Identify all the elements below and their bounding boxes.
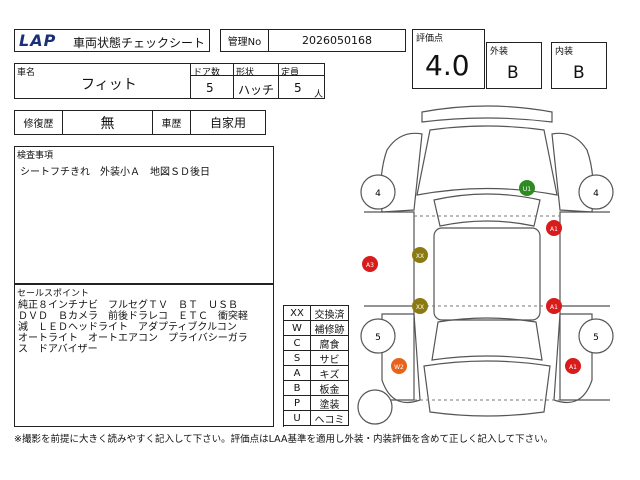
capacity-value: 5 xyxy=(294,81,302,95)
interior-grade: B xyxy=(573,63,585,83)
rating-box: 評価点 4.0 xyxy=(412,29,485,89)
tire-front-right-value: 4 xyxy=(593,189,599,199)
name-label: 車名 xyxy=(17,68,36,78)
damage-mark-a1-side: A1 xyxy=(546,298,562,314)
legend-code: XX xyxy=(284,306,311,321)
damage-mark-a1-rear-label: A1 xyxy=(569,364,577,371)
car-diagram: 4 4 5 5 U1 A1 A3 XX XX A1 W2 xyxy=(357,105,614,425)
legend-code: W xyxy=(284,321,311,336)
damage-mark-u1-label: U1 xyxy=(523,186,531,193)
spare-tire-icon xyxy=(357,389,393,425)
interior-box: 内装 B xyxy=(551,42,607,89)
damage-mark-u1: U1 xyxy=(519,180,535,196)
usage-value: 自家用 xyxy=(209,116,246,130)
sales-text: 純正８インチナビ フルセグＴＶ ＢＴ ＵＳＢ ＤＶＤ Ｂカメラ 前後ドラレコ Ｅ… xyxy=(18,300,248,355)
mgmt-number: 2026050168 xyxy=(302,34,372,47)
sales-label: セールスポイント xyxy=(17,289,90,299)
legend-code: S xyxy=(284,351,311,366)
score-label: 評価点 xyxy=(416,34,444,44)
tire-front-left-icon: 4 xyxy=(360,174,396,210)
exterior-grade: B xyxy=(507,63,519,83)
score-value: 4.0 xyxy=(425,49,470,82)
legend-meaning: 板金 xyxy=(311,381,349,396)
doors-value: 5 xyxy=(206,81,214,95)
sales-box: セールスポイント 純正８インチナビ フルセグＴＶ ＢＴ ＵＳＢ ＤＶＤ Ｂカメラ… xyxy=(14,284,274,427)
tire-rear-right-icon: 5 xyxy=(578,318,614,354)
legend-code: C xyxy=(284,336,311,351)
footer-note: ※撮影を前提に大きく読みやすく記入して下さい。評価点はLAA基準を適用し外装・内… xyxy=(14,434,554,445)
tire-front-right-icon: 4 xyxy=(578,174,614,210)
damage-mark-a3-label: A3 xyxy=(366,262,374,269)
damage-mark-xx-rear: XX xyxy=(412,298,428,314)
damage-mark-xx-front: XX xyxy=(412,247,428,263)
repair-label: 修復歴 xyxy=(15,111,63,134)
damage-mark-w2-label: W2 xyxy=(394,364,404,371)
legend-meaning: サビ xyxy=(311,351,349,366)
legend-code: B xyxy=(284,381,311,396)
sales-line: ＤＶＤ Ｂカメラ 前後ドラレコ ＥＴＣ 衝突軽 xyxy=(18,311,248,322)
sheet-title: 車両状態チェックシート xyxy=(73,36,206,50)
legend-meaning: 塗装 xyxy=(311,396,349,411)
legend-meaning: キズ xyxy=(311,366,349,381)
capacity-label: 定員 xyxy=(281,68,300,78)
legend-code: A xyxy=(284,366,311,381)
door-lines xyxy=(414,215,560,401)
damage-mark-w2: W2 xyxy=(391,358,407,374)
damage-mark-a3: A3 xyxy=(362,256,378,272)
capacity-unit: 人 xyxy=(314,90,324,100)
sales-line: オートライト オートエアコン プライバシーガラ xyxy=(18,333,248,344)
damage-mark-xx-rear-label: XX xyxy=(416,304,424,311)
sales-line: ス ドアバイザー xyxy=(18,344,98,355)
legend-meaning: 腐食 xyxy=(311,336,349,351)
legend-code: P xyxy=(284,396,311,411)
usage-label: 車歴 xyxy=(153,111,191,134)
inspection-label: 検査事項 xyxy=(17,151,54,161)
tire-rear-left-value: 5 xyxy=(375,333,381,343)
legend-code: U xyxy=(284,411,311,426)
body-label: 形状 xyxy=(236,68,255,78)
repair-value: 無 xyxy=(63,111,153,134)
doors-label: ドア数 xyxy=(193,68,221,78)
legend-table: XX 交換済 W 補修跡 C 腐食 S サビ A キズ B 板金 P 塗装 U … xyxy=(283,305,349,427)
damage-mark-a1-side-label: A1 xyxy=(550,304,558,311)
sales-line: 純正８インチナビ フルセグＴＶ ＢＴ ＵＳＢ xyxy=(18,300,238,311)
inspection-box: 検査事項 シートフチきれ 外装小Ａ 地図ＳＤ後日 xyxy=(14,146,274,284)
vehicle-name: フィット xyxy=(81,77,137,93)
damage-mark-a1-rear: A1 xyxy=(565,358,581,374)
exterior-box: 外装 B xyxy=(486,42,542,89)
logo: LAP xyxy=(19,31,57,50)
damage-mark-a1-front: A1 xyxy=(546,220,562,236)
history-row: 修復歴 無 車歴 自家用 xyxy=(14,110,266,135)
body-value: ハッチ xyxy=(238,83,275,97)
mgmt-box: 管理No 2026050168 xyxy=(220,29,406,52)
title-box: LAP 車両状態チェックシート xyxy=(14,29,210,52)
legend-meaning: 交換済 xyxy=(311,306,349,321)
legend-meaning: ヘコミ xyxy=(311,411,349,426)
tire-front-left-value: 4 xyxy=(375,189,381,199)
mgmt-label: 管理No xyxy=(221,30,269,51)
inspection-text: シートフチきれ 外装小Ａ 地図ＳＤ後日 xyxy=(20,167,210,178)
legend-meaning: 補修跡 xyxy=(311,321,349,336)
interior-label: 内装 xyxy=(555,47,574,57)
sales-line: 減 ＬＥＤヘッドライト アダプティブクルコン xyxy=(18,322,237,333)
vehicle-row: 車名 フィット ドア数 5 形状 ハッチ 定員 5 人 xyxy=(14,63,325,100)
tire-rear-right-value: 5 xyxy=(593,333,599,343)
tire-rear-left-icon: 5 xyxy=(360,318,396,354)
exterior-label: 外装 xyxy=(490,47,509,57)
damage-mark-xx-front-label: XX xyxy=(416,253,424,260)
damage-mark-a1-front-label: A1 xyxy=(550,226,558,233)
